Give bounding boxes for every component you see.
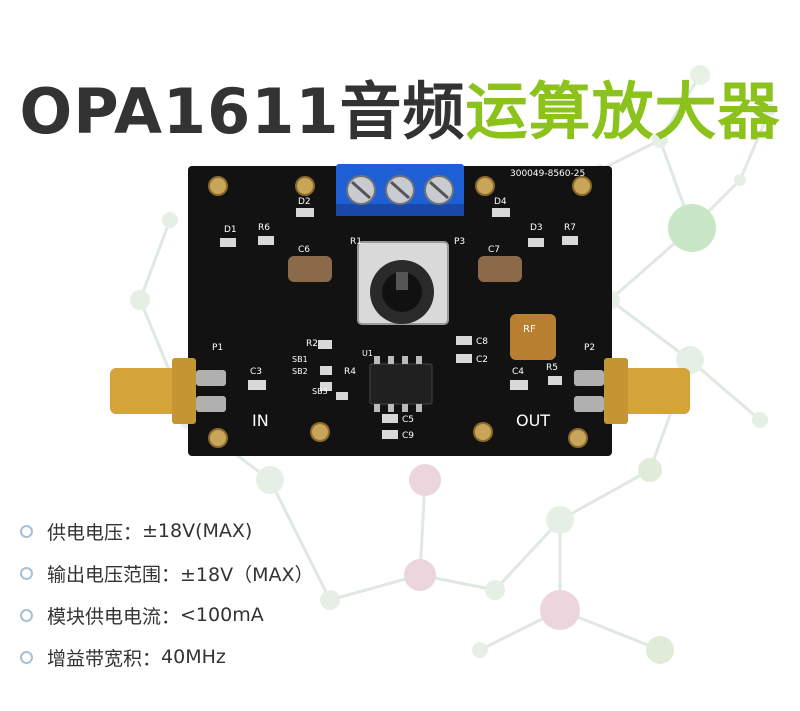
label-c6: C6: [298, 245, 310, 255]
label-sb2: SB2: [292, 367, 308, 376]
label-r4: R4: [344, 367, 356, 377]
circle-bullet-icon: [20, 650, 33, 664]
spec-item: 增益带宽积：40MHz: [20, 636, 314, 678]
title-green-part: 运算放大器: [465, 74, 781, 148]
title-dark-part: OPA1611音频: [19, 74, 466, 148]
ic-u1: [369, 356, 433, 412]
label-c7: C7: [488, 245, 500, 255]
potentiometer: [357, 241, 449, 325]
rf-logo: RF: [510, 314, 556, 360]
spec-value: <100mA: [180, 604, 264, 626]
label-c4: C4: [512, 367, 524, 377]
label-r2: R2: [306, 339, 318, 349]
svg-text:RF: RF: [523, 324, 536, 335]
sma-connector-right: [574, 358, 690, 424]
label-r6: R6: [258, 223, 270, 233]
spec-value: ±18V(MAX): [142, 520, 253, 542]
label-d4: D4: [494, 197, 507, 207]
spec-item: 供电电压：±18V(MAX): [20, 510, 314, 552]
spec-value: ±18V（MAX）: [180, 563, 314, 586]
spec-item: 模块供电电流：<100mA: [20, 594, 314, 636]
label-c5: C5: [402, 415, 414, 425]
label-r7: R7: [564, 223, 576, 233]
spec-label: 输出电压范围：: [47, 563, 181, 586]
opa1611-module-photo: 300049-8560-25 RF: [110, 164, 690, 456]
label-d3: D3: [530, 223, 543, 233]
circle-bullet-icon: [20, 608, 33, 622]
label-p3: P3: [454, 237, 465, 247]
label-c8: C8: [476, 337, 488, 347]
label-d1: D1: [224, 225, 237, 235]
spec-value: 40MHz: [161, 646, 226, 668]
label-r5: R5: [546, 363, 558, 373]
mounting-holes: [208, 176, 592, 448]
spec-list: 供电电压：±18V(MAX) 输出电压范围：±18V（MAX） 模块供电电流：<…: [20, 510, 314, 678]
sma-connector-left: [110, 358, 226, 424]
label-c3: C3: [250, 367, 262, 377]
label-p1: P1: [212, 343, 223, 353]
spec-item: 输出电压范围：±18V（MAX）: [20, 552, 314, 594]
label-c9: C9: [402, 431, 414, 441]
label-r1: R1: [350, 237, 362, 247]
label-d2: D2: [298, 197, 311, 207]
label-sb1: SB1: [292, 355, 308, 364]
spec-label: 增益带宽积：: [47, 647, 162, 670]
label-in: IN: [252, 411, 269, 430]
capacitors-large: [288, 256, 522, 282]
circle-bullet-icon: [20, 566, 33, 580]
label-out: OUT: [516, 411, 550, 430]
batch-code: 300049-8560-25: [510, 169, 585, 179]
label-u1: U1: [362, 349, 373, 358]
spec-label: 模块供电电流：: [47, 605, 181, 628]
terminal-block: [336, 164, 464, 216]
circle-bullet-icon: [20, 524, 33, 538]
smd-components: [220, 208, 578, 439]
label-sb3: SB3: [312, 387, 328, 396]
label-c2: C2: [476, 355, 488, 365]
label-p2: P2: [584, 343, 595, 353]
page-title: OPA1611音频运算放大器: [0, 72, 800, 152]
spec-label: 供电电压：: [47, 521, 143, 544]
